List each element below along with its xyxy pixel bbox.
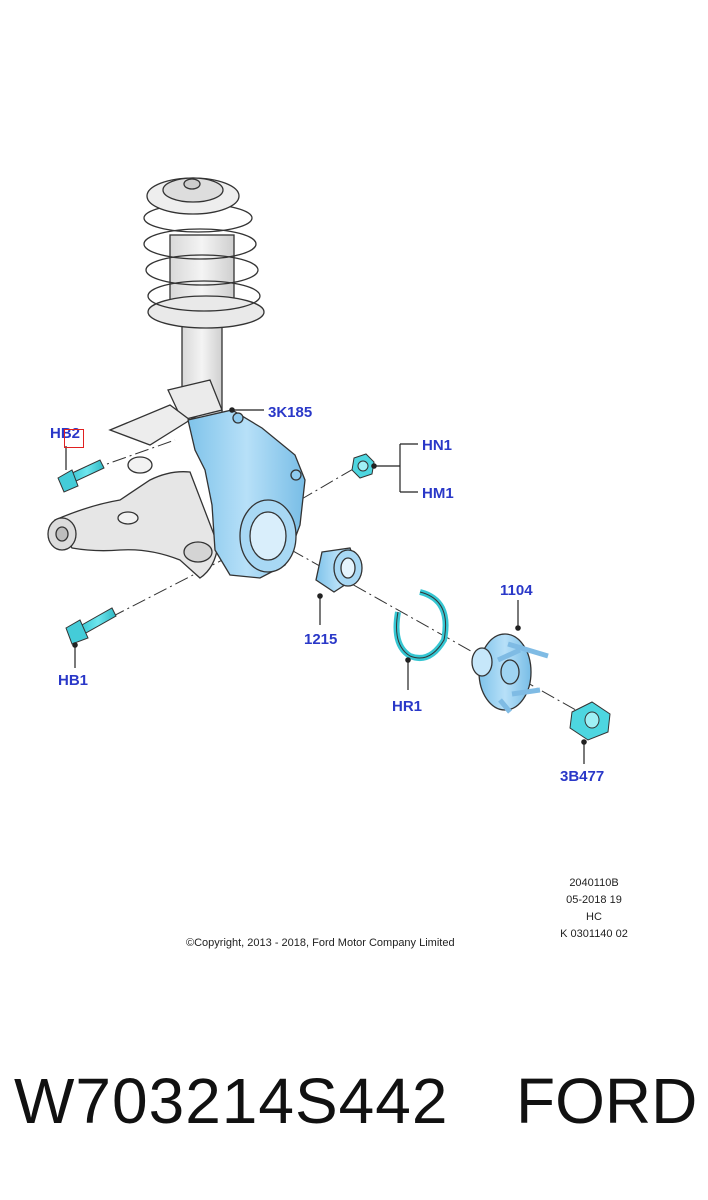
highlight-marker — [64, 429, 84, 448]
label-hm1: HM1 — [422, 485, 454, 502]
bolt-hb2 — [57, 459, 105, 493]
brand-name: FORD — [516, 1065, 698, 1137]
drawing-code: 2040110B — [569, 877, 619, 889]
exploded-diagram — [47, 177, 611, 764]
drawing-market: HC — [586, 911, 602, 923]
label-hb1: HB1 — [58, 672, 89, 689]
coil-spring-strut — [143, 177, 265, 421]
lower-control-arm — [47, 404, 219, 579]
label-hn1: HN1 — [422, 437, 453, 454]
wheel-hub-1104 — [471, 633, 549, 714]
label-1104: 1104 — [500, 582, 533, 599]
leader-lines — [65, 407, 587, 764]
drawing-reference: K 0301140 02 — [560, 928, 628, 940]
hub-nut-3b477 — [569, 701, 611, 741]
nut-hn1 — [351, 453, 375, 479]
label-3k185: 3K185 — [268, 404, 313, 421]
wheel-bearing-1215 — [315, 547, 363, 593]
snap-ring-hr1 — [393, 589, 449, 661]
label-hr1: HR1 — [392, 698, 423, 715]
bolt-hb1 — [65, 607, 117, 645]
copyright-notice: ©Copyright, 2013 - 2018, Ford Motor Comp… — [186, 937, 455, 949]
steering-knuckle — [187, 409, 306, 579]
label-3b477: 3B477 — [560, 768, 605, 785]
part-number: W703214S442 — [14, 1065, 449, 1137]
label-1215: 1215 — [304, 631, 338, 648]
drawing-date: 05-2018 19 — [566, 894, 622, 906]
